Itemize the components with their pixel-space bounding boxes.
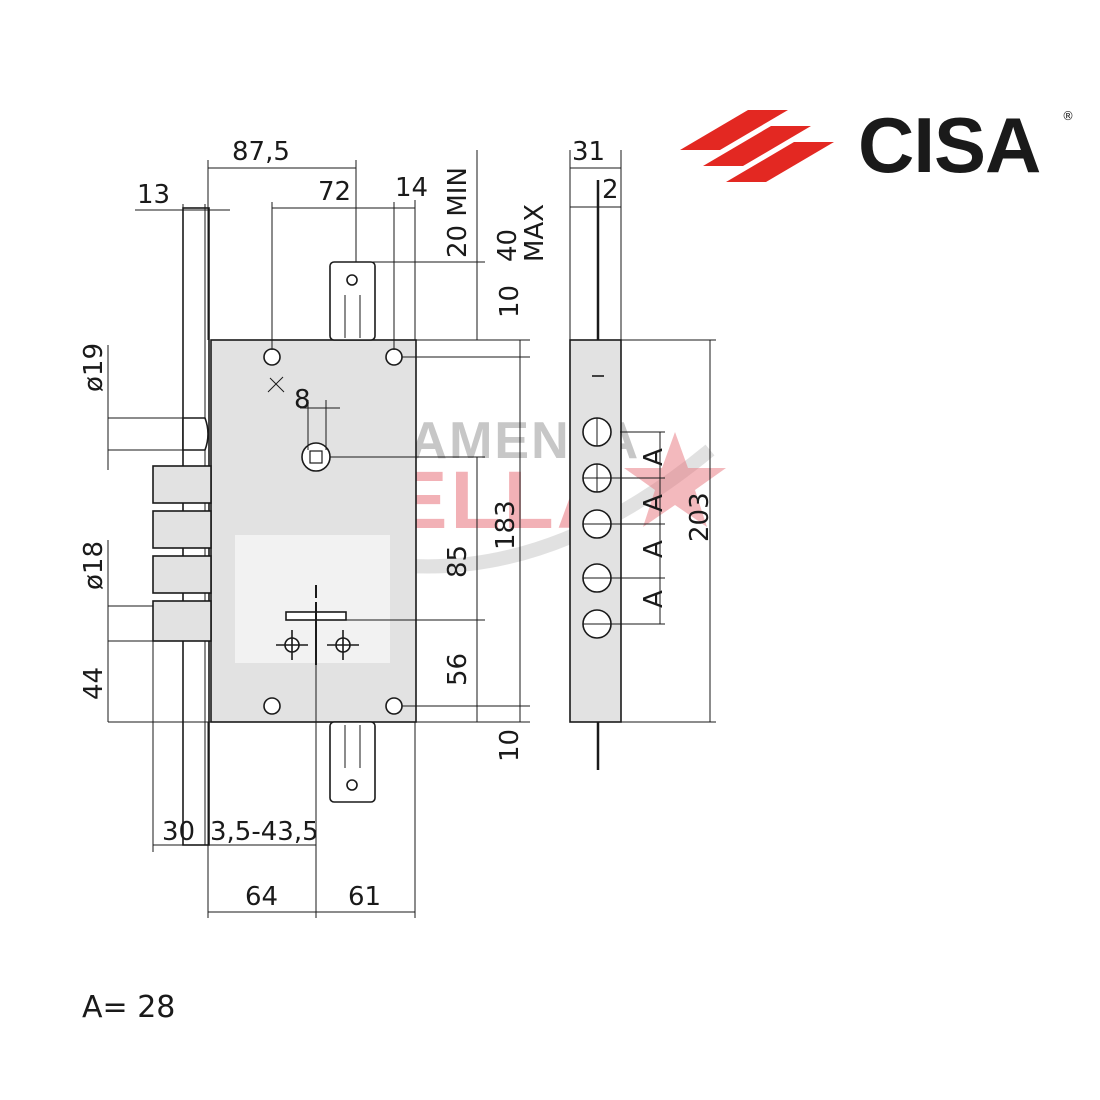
- dim-72: 72: [318, 177, 351, 207]
- dimension-labels: 87,5 72 14 13 8 31 2 30 3,5-43,5 64 61 2…: [79, 137, 715, 912]
- dim-10-bottom: 10: [495, 729, 525, 762]
- dim-20-min: 20 MIN: [443, 167, 473, 258]
- dim-40: 40: [493, 229, 523, 262]
- watermark-star-icon: [624, 432, 726, 527]
- dim-61: 61: [348, 882, 381, 912]
- dim-30: 30: [162, 817, 195, 847]
- dim-44: 44: [79, 667, 109, 700]
- top-tab: [329, 261, 376, 341]
- deadbolt-2: [152, 510, 212, 549]
- a-value-note: A= 28: [82, 990, 176, 1025]
- dim-14: 14: [395, 173, 428, 203]
- deadbolt-4: [152, 600, 212, 642]
- lock-side-view: [569, 180, 622, 770]
- dim-10-top: 10: [495, 285, 525, 318]
- brand-name: CISA: [858, 101, 1040, 189]
- lock-case: [210, 339, 417, 723]
- dim-a-1: A: [639, 448, 669, 466]
- dim-a-4: A: [639, 590, 669, 608]
- bottom-tab: [329, 721, 376, 803]
- cisa-logo: CISA ®: [680, 101, 1074, 189]
- dim-dia-18: ø18: [79, 541, 109, 590]
- dim-a-2: A: [639, 494, 669, 512]
- cylinder-hole-icon: [276, 585, 359, 665]
- dimension-lines: [107, 150, 716, 918]
- dim-square-8: 8: [294, 385, 311, 415]
- dim-3-5-43-5: 3,5-43,5: [210, 817, 319, 847]
- latch-bolt: [182, 417, 209, 451]
- deadbolt-3: [152, 555, 212, 594]
- dim-87-5: 87,5: [232, 137, 290, 167]
- dim-56: 56: [443, 653, 473, 686]
- dim-max: MAX: [520, 204, 550, 262]
- dim-dia-19: ø19: [79, 343, 109, 392]
- screw-hole-top-right: [385, 348, 403, 366]
- dim-203: 203: [685, 492, 715, 542]
- dim-2: 2: [602, 175, 619, 205]
- deadbolt-1: [152, 465, 212, 504]
- cisa-stripes-icon: [680, 110, 834, 182]
- dim-13: 13: [137, 180, 170, 210]
- dim-31: 31: [572, 137, 605, 167]
- dim-85: 85: [443, 545, 473, 578]
- dim-a-3: A: [639, 540, 669, 558]
- lock-front-view: [152, 207, 417, 846]
- registered-mark: ®: [1062, 109, 1074, 123]
- screw-hole-bottom-left: [263, 697, 281, 715]
- dim-64: 64: [245, 882, 278, 912]
- screw-hole-top-left: [263, 348, 281, 366]
- dim-183: 183: [491, 500, 521, 550]
- screw-hole-bottom-right: [385, 697, 403, 715]
